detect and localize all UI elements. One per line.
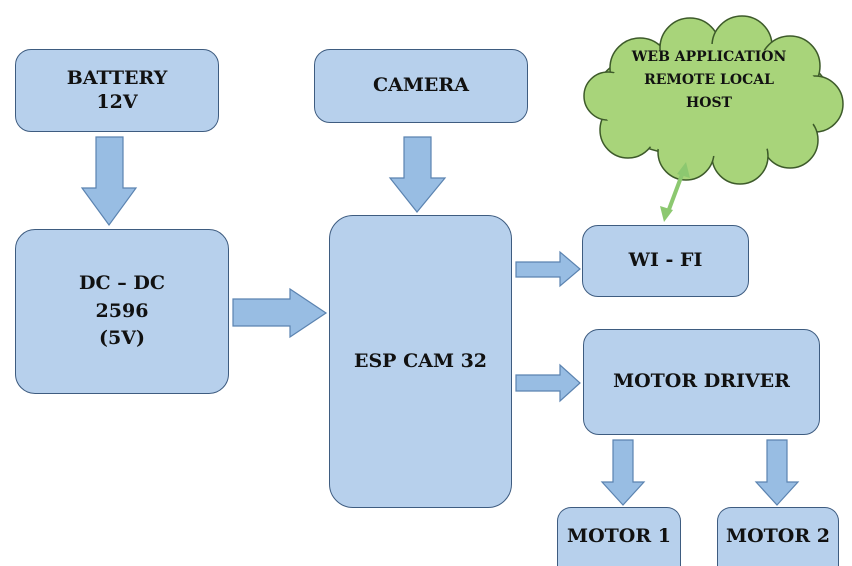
battery-label: BATTERY [66,66,168,89]
dcdc-label: DC – DC [79,272,165,295]
wifi-cloud-link-arrow [660,162,690,222]
arrow-camera-to-esp [388,136,447,213]
battery-voltage: 12V [96,90,138,113]
dcdc-model: 2596 [95,299,149,322]
arrow-driver-to-motor2 [754,439,800,506]
cloud-line-1: WEB APPLICATION [631,49,787,65]
motor-driver-block: MOTOR DRIVER [583,329,820,435]
motor2-block: MOTOR 2 [717,507,839,566]
arrow-dcdc-to-esp [232,287,328,339]
esp-cam-block: ESP CAM 32 [329,215,512,508]
cloud-label: WEB APPLICATION REMOTE LOCAL HOST [600,46,818,115]
battery-block: BATTERY 12V [15,49,219,132]
arrow-esp-to-wifi [515,250,581,288]
arrow-driver-to-motor1 [600,439,646,506]
cloud-line-2: REMOTE LOCAL [644,72,774,88]
arrow-battery-to-dcdc [80,136,138,227]
motor-driver-label: MOTOR DRIVER [613,370,790,393]
motor1-label: MOTOR 1 [567,525,671,548]
motor2-label: MOTOR 2 [726,525,830,548]
camera-label: CAMERA [373,74,469,97]
motor1-block: MOTOR 1 [557,507,681,566]
arrow-esp-to-motor-driver [515,363,581,403]
dcdc-output: (5V) [99,327,145,350]
wifi-label: WI - FI [628,249,703,272]
dcdc-block: DC – DC 2596 (5V) [15,229,229,394]
wifi-block: WI - FI [582,225,749,297]
cloud-line-3: HOST [686,95,732,111]
esp-cam-label: ESP CAM 32 [353,349,488,372]
camera-block: CAMERA [314,49,528,123]
